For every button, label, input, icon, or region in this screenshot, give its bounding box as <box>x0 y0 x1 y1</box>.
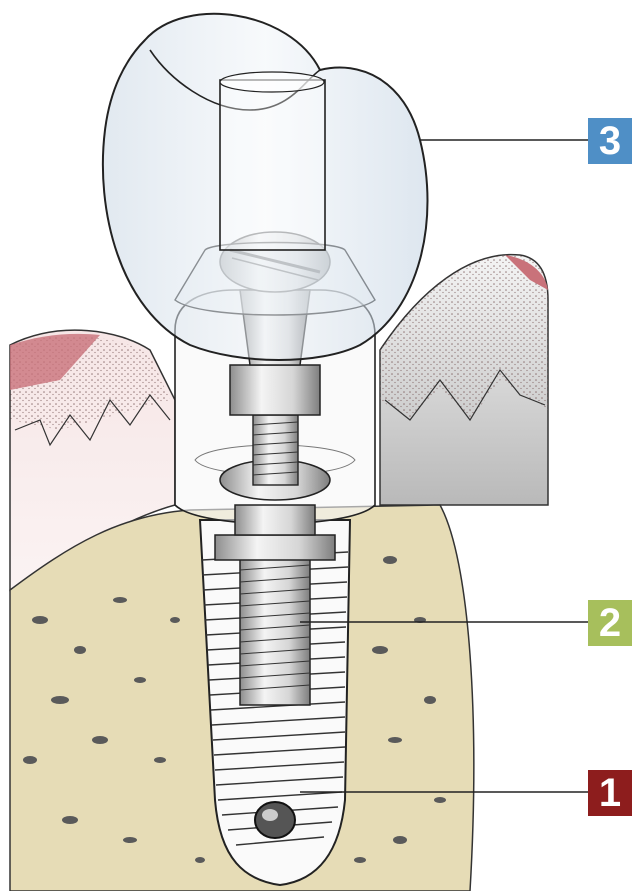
callout-badge-3: 3 <box>588 118 632 164</box>
callout-badge-2: 2 <box>588 600 632 646</box>
callout-badge-1: 1 <box>588 770 632 816</box>
crown <box>103 14 428 360</box>
